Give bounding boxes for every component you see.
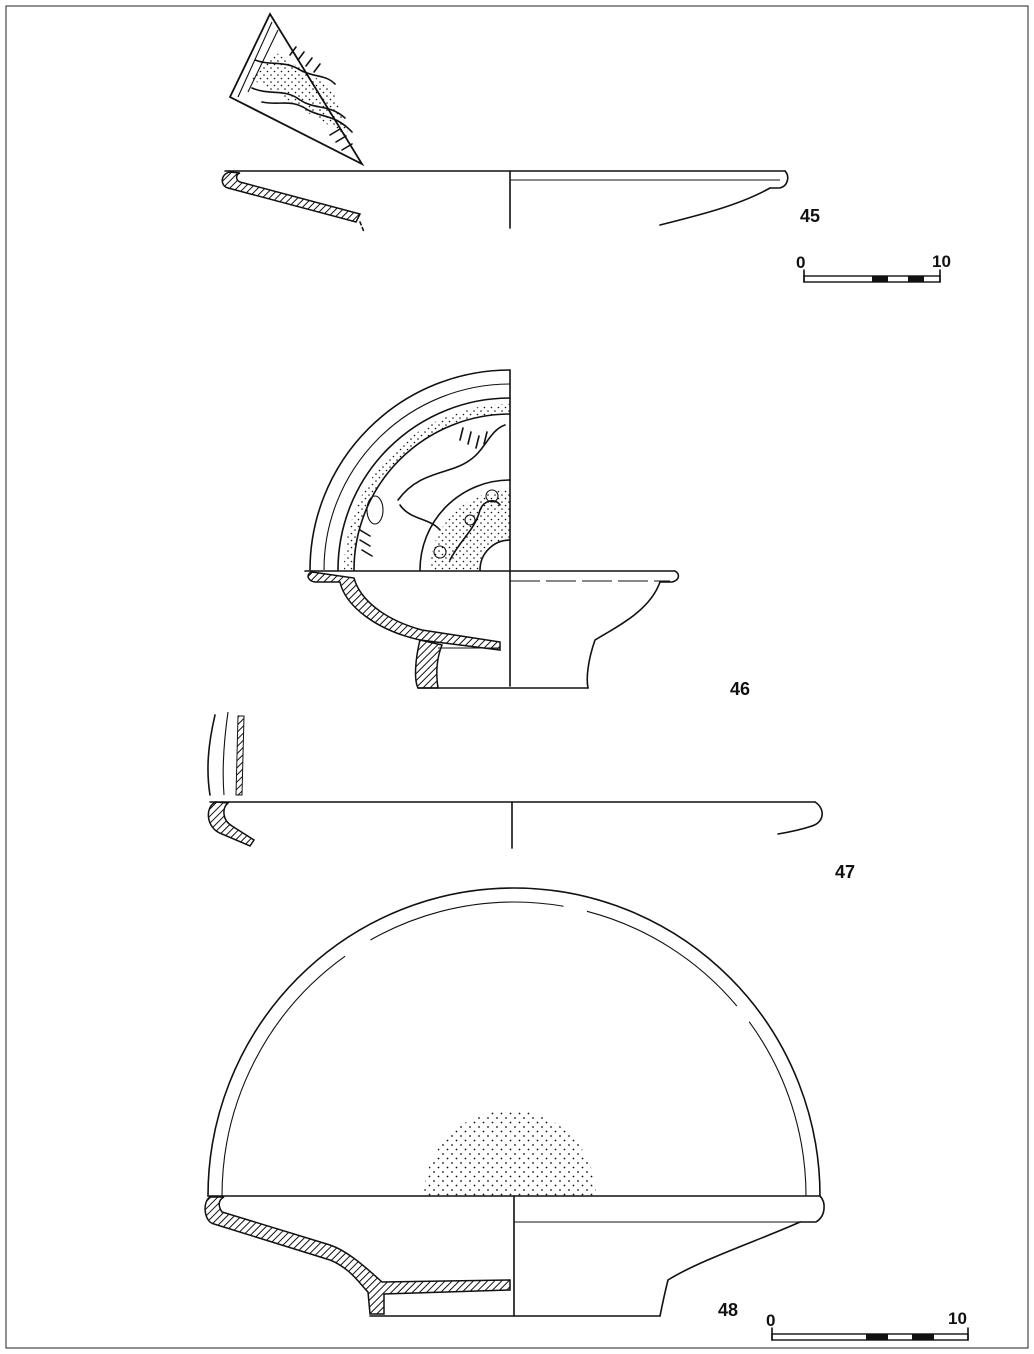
fig47-plan-fragment <box>207 711 245 796</box>
fig46-profile <box>304 570 680 689</box>
page-frame <box>5 5 1029 1349</box>
figure-48: 48 <box>204 887 825 1320</box>
fig48-profile <box>204 1195 825 1317</box>
figure-47: 47 <box>207 711 855 882</box>
scale-bar-2-end: 10 <box>948 1309 967 1328</box>
scale-bar-1-start: 0 <box>796 253 805 272</box>
figure-45: 45 <box>221 12 820 233</box>
fig45-label: 45 <box>800 206 820 226</box>
figure-46: 46 <box>304 369 750 699</box>
scale-bar-1-end: 10 <box>932 252 951 271</box>
fig45-profile <box>221 170 789 233</box>
scale-bar-2: 0 10 <box>766 1309 969 1341</box>
scale-bar-2-start: 0 <box>766 1311 775 1330</box>
fig45-sherd-fragment <box>228 12 365 167</box>
fig47-label: 47 <box>835 862 855 882</box>
fig47-profile <box>207 801 823 849</box>
fig48-plan-view <box>207 887 821 1197</box>
fig46-plan-view <box>309 369 511 571</box>
scale-bar-1: 0 10 <box>796 252 951 283</box>
fig48-label: 48 <box>718 1300 738 1320</box>
fig46-label: 46 <box>730 679 750 699</box>
